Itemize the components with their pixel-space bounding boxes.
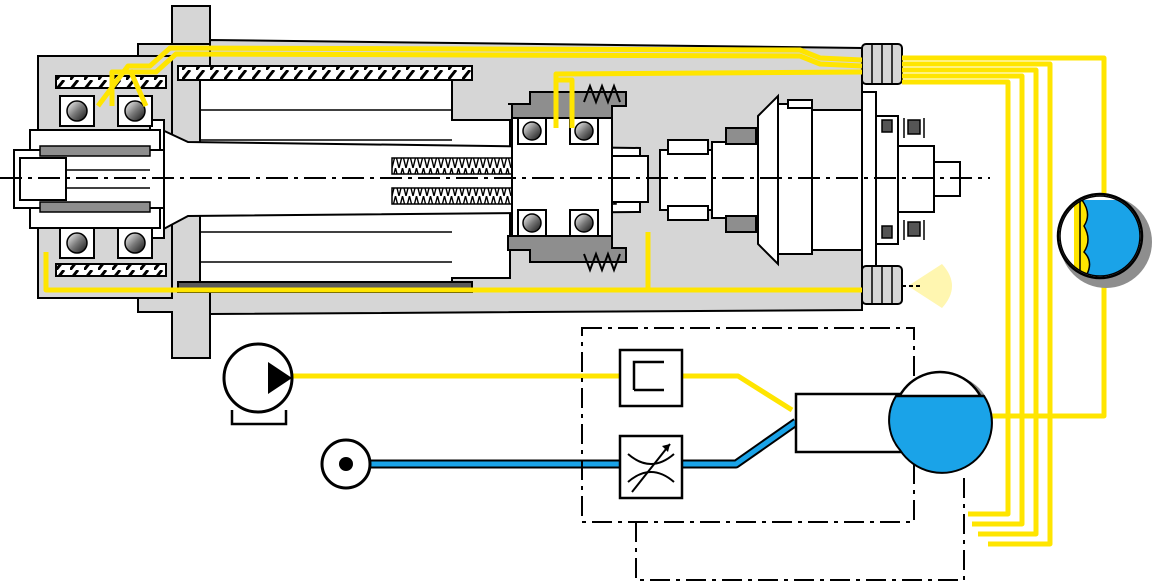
lube-indicator-lamp (902, 264, 952, 308)
drawbar-spring (583, 83, 621, 273)
oil-filter (618, 348, 684, 408)
system-boundary (581, 327, 965, 581)
bearing-rear-bottom-left (517, 209, 547, 237)
bearing-front-bottom-right (117, 227, 153, 259)
rotary-union (659, 91, 961, 269)
bearing-front-bottom-left (59, 227, 95, 259)
air-lines (370, 418, 799, 469)
oil-lines (43, 45, 1107, 547)
rear-bearings (507, 91, 627, 263)
air-regulator (618, 434, 684, 500)
bearing-front-top-left (59, 95, 95, 127)
tool-holder (13, 129, 165, 229)
cable-gland-top (861, 43, 903, 85)
bearing-rear-top-right (569, 117, 599, 145)
bearing-front-top-right (117, 95, 153, 127)
oil-reservoir (888, 370, 993, 474)
air-supply (320, 438, 372, 490)
bearing-rear-top-left (517, 117, 547, 145)
oil-pump (222, 342, 294, 426)
cable-gland-bottom (861, 265, 903, 305)
bearing-rear-bottom-right (569, 209, 599, 237)
oil-sight-glass (1056, 192, 1152, 288)
